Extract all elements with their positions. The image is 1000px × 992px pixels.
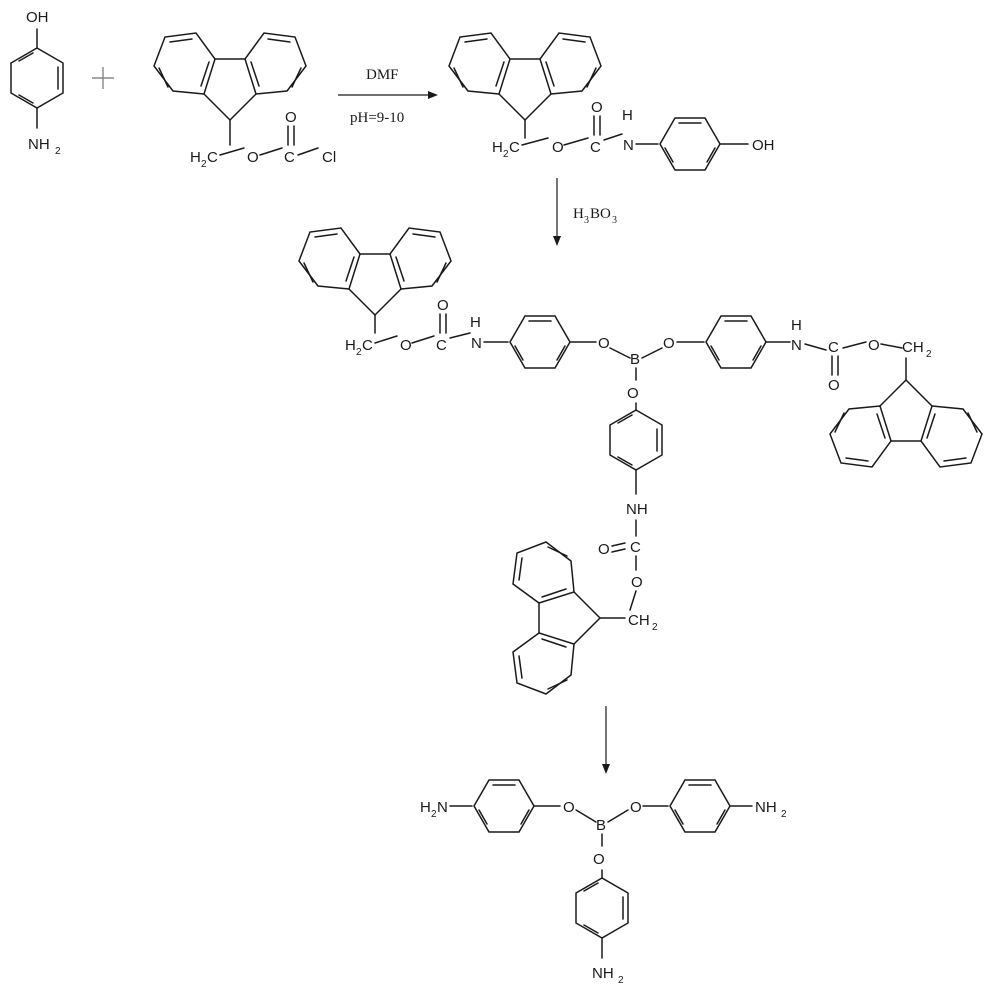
arrow-step-3 — [602, 706, 610, 774]
label-n: N — [623, 137, 634, 154]
label-n: N — [437, 799, 448, 816]
plus-sign — [92, 67, 114, 89]
aminophenol: OH NH 2 — [10, 9, 64, 157]
label-nh: NH — [626, 501, 648, 518]
label-h: H — [190, 149, 201, 166]
arrow-step-2: H 3 BO 3 — [553, 178, 617, 246]
reagent-sub-3: 3 — [612, 215, 617, 226]
label-nh: NH — [592, 965, 614, 982]
label-cl: Cl — [322, 149, 336, 166]
label-c: C — [828, 339, 839, 356]
label-h: H — [791, 317, 802, 334]
reagent-bo: BO — [590, 206, 611, 222]
label-sub-2: 2 — [926, 349, 932, 360]
aminophenyl-borate: H 2 N O B O NH 2 O NH 2 — [420, 779, 787, 986]
label-c: C — [630, 539, 641, 556]
label-sub-2: 2 — [201, 159, 207, 170]
label-h: H — [345, 337, 356, 354]
label-oh: OH — [752, 137, 775, 154]
label-c: C — [590, 139, 601, 156]
label-sub-2: 2 — [503, 149, 509, 160]
label-o: O — [627, 385, 639, 402]
label-c: C — [362, 337, 373, 354]
fmoc-borate-ester: H 2 C O C O H N O B O H N C O O CH 2 — [298, 227, 983, 695]
label-o: O — [437, 297, 449, 314]
condition-solvent: DMF — [366, 67, 399, 83]
label-sub-2: 2 — [356, 347, 362, 358]
label-sub-2: 2 — [431, 809, 437, 820]
label-sub-2: 2 — [618, 975, 624, 986]
label-o: O — [868, 337, 880, 354]
label-b: B — [630, 351, 640, 368]
label-n: N — [471, 335, 482, 352]
fmoc-chloride: H 2 C O C O Cl — [153, 32, 336, 170]
label-o: O — [593, 851, 605, 868]
fmoc-aminophenol: H 2 C O C O H N OH — [448, 32, 775, 171]
label-o: O — [247, 149, 259, 166]
label-sub-2: 2 — [781, 809, 787, 820]
label-c: C — [284, 149, 295, 166]
label-h: H — [622, 107, 633, 124]
reagent-sub-3: 3 — [584, 215, 589, 226]
label-sub-2: 2 — [55, 146, 61, 157]
label-o: O — [663, 335, 675, 352]
label-n: N — [791, 337, 802, 354]
label-nh: NH — [755, 799, 777, 816]
arrow-step-1: DMF pH=9-10 — [338, 67, 438, 126]
label-sub-2: 2 — [652, 622, 658, 633]
label-o: O — [828, 377, 840, 394]
label-o: O — [598, 335, 610, 352]
label-h: H — [420, 799, 431, 816]
label-o: O — [631, 574, 643, 591]
label-h: H — [470, 314, 481, 331]
label-o: O — [591, 99, 603, 116]
label-h: H — [492, 139, 503, 156]
label-o: O — [630, 799, 642, 816]
label-c: C — [207, 149, 218, 166]
label-c: C — [509, 139, 520, 156]
label-o: O — [552, 139, 564, 156]
label-c: C — [436, 337, 447, 354]
label-o: O — [285, 109, 297, 126]
label-ch: CH — [902, 339, 924, 356]
reagent-h: H — [573, 206, 584, 222]
label-ch: CH — [628, 612, 650, 629]
label-b: B — [596, 817, 606, 834]
label-o: O — [400, 337, 412, 354]
label-o: O — [598, 541, 610, 558]
label-nh: NH — [28, 136, 50, 153]
label-o: O — [563, 799, 575, 816]
label-oh: OH — [26, 9, 49, 26]
condition-ph: pH=9-10 — [350, 110, 404, 126]
